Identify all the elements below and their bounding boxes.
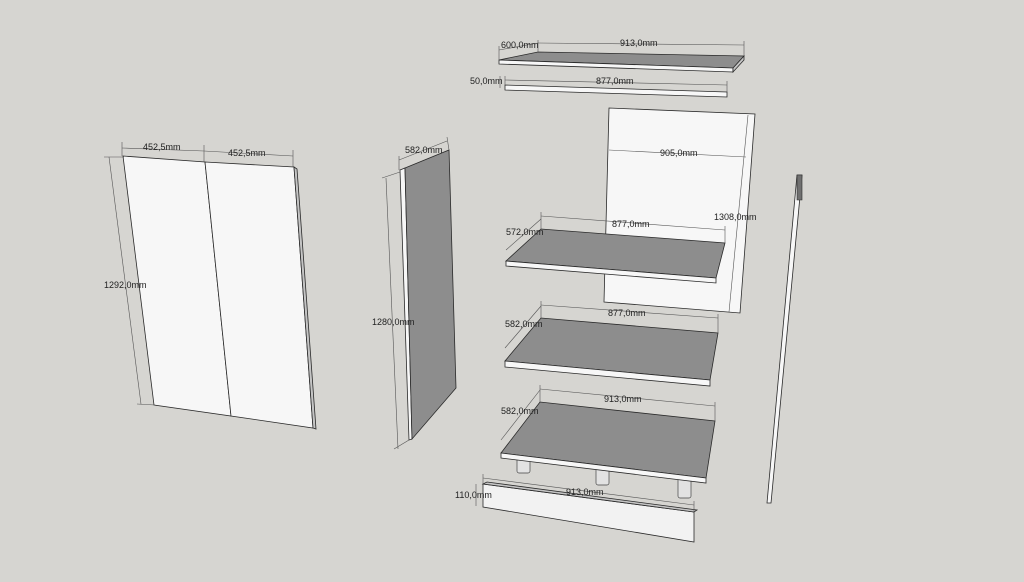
dim-tick: [393, 439, 410, 450]
rail-width-label: 877,0mm: [596, 76, 634, 86]
dim-line-back-height: [728, 114, 749, 313]
side-depth-label: 582,0mm: [405, 145, 443, 155]
dim-line-top-depth: [498, 42, 539, 51]
top-panel-side-edge: [732, 54, 745, 74]
plinth: 110,0mm 913,0mm: [455, 474, 699, 543]
back-width-label: 905,0mm: [660, 148, 698, 158]
upper-width-label: 877,0mm: [612, 219, 650, 229]
dim-line-top-width: [537, 42, 745, 46]
back-height-label: 1308,0mm: [714, 212, 757, 222]
plinth-top-edge: [481, 481, 699, 513]
dim-tick: [381, 171, 401, 179]
dim-line-middle-depth: [504, 305, 542, 349]
door-right-edge: [293, 166, 317, 430]
top-panel: 600,0mm 913,0mm: [498, 38, 745, 74]
vertical-strip-face: [766, 174, 803, 504]
bottom-width-label: 913,0mm: [604, 394, 642, 404]
top-rail: 50,0mm 877,0mm: [470, 76, 728, 98]
dim-line-side-height: [385, 177, 399, 450]
door-pair: 452,5mm 452,5mm 1292,0mm: [104, 142, 317, 430]
top-rail-face: [504, 84, 728, 98]
side-panel: 582,0mm 1280,0mm: [372, 136, 457, 450]
back-panel-face: [603, 107, 756, 314]
plinth-width-label: 913,0mm: [566, 487, 604, 497]
dim-line-door-left-width: [121, 147, 205, 152]
bottom-panel-front-edge: [500, 452, 707, 484]
vertical-strip-top: [796, 174, 803, 201]
shelf-upper: 572,0mm 877,0mm: [505, 212, 726, 284]
dim-line-plinth-width: [482, 477, 695, 506]
dim-line-back-width: [608, 149, 747, 158]
shelf-upper-front-edge: [505, 260, 717, 284]
middle-width-label: 877,0mm: [608, 308, 646, 318]
dim-line-door-height: [108, 156, 142, 405]
upper-depth-label: 572,0mm: [506, 227, 544, 237]
rail-height-label: 50,0mm: [470, 76, 503, 86]
dim-tick: [136, 403, 156, 406]
dim-line-upper-width: [540, 215, 726, 231]
dim-line-door-right-width: [203, 150, 294, 157]
side-panel-face: [404, 149, 457, 441]
middle-depth-label: 582,0mm: [505, 319, 543, 329]
top-width-label: 913,0mm: [620, 38, 658, 48]
plinth-height-label: 110,0mm: [455, 490, 492, 500]
vertical-strip: [766, 174, 803, 504]
dim-line-bottom-depth: [500, 389, 541, 441]
door-right-width-label: 452,5mm: [228, 148, 266, 158]
dim-line-rail-width: [504, 79, 728, 86]
back-panel: 905,0mm 1308,0mm: [603, 107, 757, 314]
door-left-width-label: 452,5mm: [143, 142, 181, 152]
dim-line-upper-depth: [505, 218, 542, 251]
shelf-middle-front-edge: [504, 360, 711, 387]
side-height-label: 1280,0mm: [372, 317, 415, 327]
dim-line-middle-width: [540, 304, 719, 319]
shelf-middle: 582,0mm 877,0mm: [504, 301, 719, 387]
dim-line-side-depth: [398, 140, 448, 161]
bottom-depth-label: 582,0mm: [501, 406, 539, 416]
door-height-label: 1292,0mm: [104, 280, 147, 290]
dim-line-bottom-width: [539, 388, 716, 407]
top-depth-label: 600,0mm: [501, 40, 539, 50]
dim-tick: [446, 136, 450, 151]
bottom-panel: 582,0mm 913,0mm: [500, 385, 716, 499]
